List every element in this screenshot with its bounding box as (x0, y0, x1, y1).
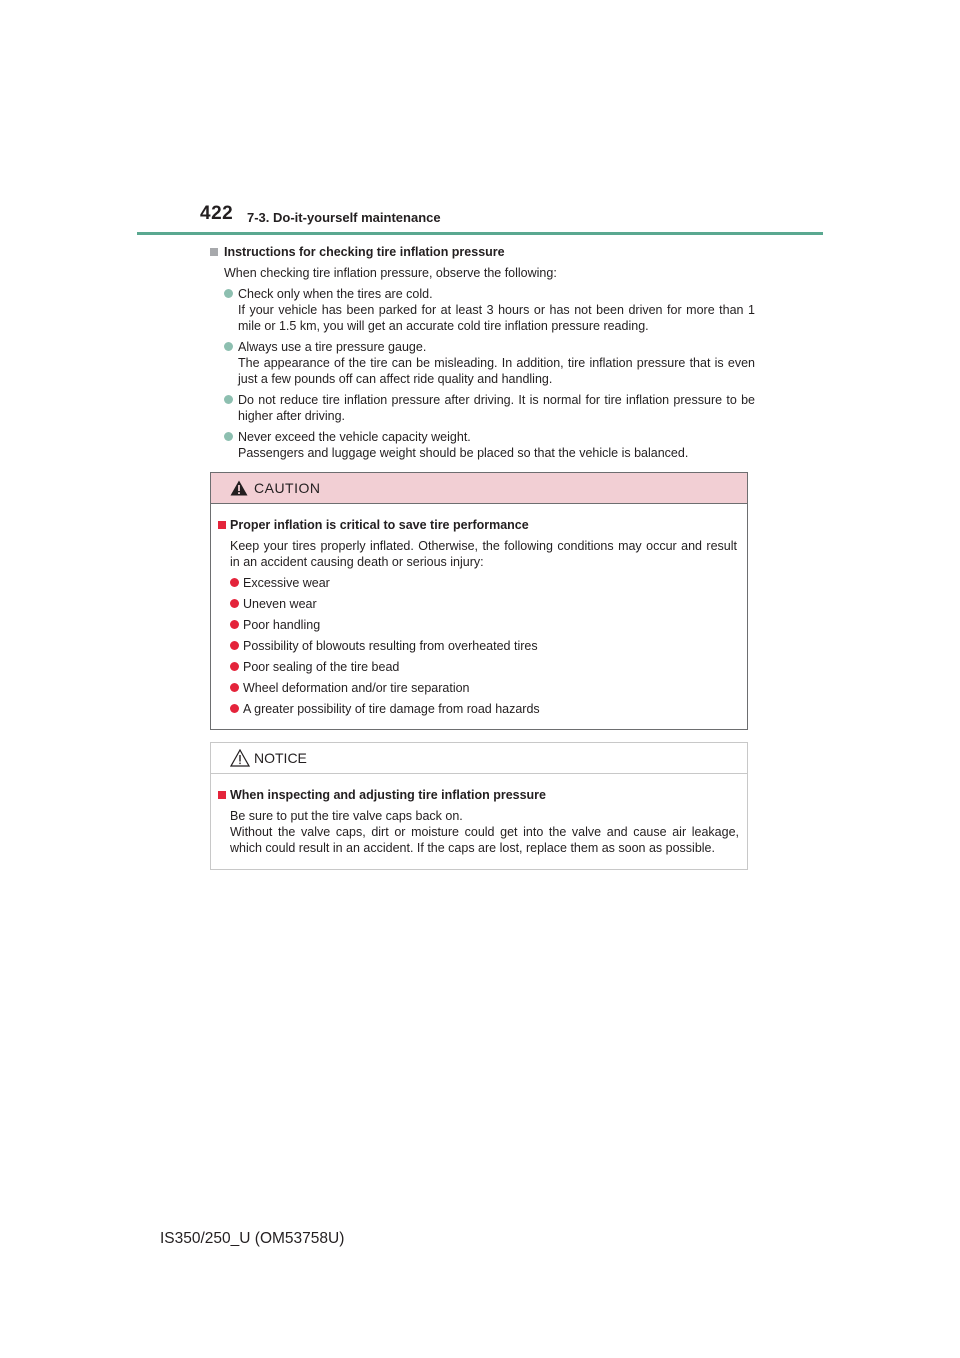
list-item: Do not reduce tire inflation pressure af… (210, 392, 755, 424)
section-heading-text: Instructions for checking tire inflation… (224, 245, 505, 259)
list-item-title: Always use a tire pressure gauge. (238, 340, 427, 354)
caution-heading-text: Proper inflation is critical to save tir… (230, 518, 529, 532)
header-rule (137, 232, 823, 235)
caution-item-text: Excessive wear (243, 576, 330, 590)
round-bullet-icon (230, 704, 239, 713)
round-bullet-icon (224, 395, 233, 404)
round-bullet-icon (224, 432, 233, 441)
warning-outline-icon (230, 749, 250, 767)
caution-list-item: Excessive wear (218, 575, 747, 591)
list-item-detail: Passengers and luggage weight should be … (238, 446, 689, 460)
round-bullet-icon (230, 683, 239, 692)
list-item-title: Check only when the tires are cold. (238, 287, 433, 301)
caution-text: Keep your tires properly inflated. Other… (230, 539, 737, 569)
caution-list-item: Uneven wear (218, 596, 747, 612)
notice-line-1: Be sure to put the tire valve caps back … (230, 809, 463, 823)
notice-text: Be sure to put the tire valve caps back … (218, 808, 747, 856)
caution-body: Proper inflation is critical to save tir… (211, 504, 747, 717)
square-bullet-icon (210, 248, 218, 256)
list-item: Never exceed the vehicle capacity weight… (210, 429, 755, 461)
square-bullet-icon (218, 521, 226, 529)
caution-list-item: A greater possibility of tire damage fro… (218, 701, 747, 717)
notice-title: NOTICE (254, 750, 307, 766)
caution-title: CAUTION (254, 480, 321, 496)
round-bullet-icon (230, 620, 239, 629)
round-bullet-icon (230, 578, 239, 587)
caution-header: CAUTION (211, 473, 747, 504)
notice-heading-text: When inspecting and adjusting tire infla… (230, 788, 547, 802)
list-item-title: Do not reduce tire inflation pressure af… (238, 393, 755, 423)
list-item-detail: The appearance of the tire can be mislea… (238, 356, 755, 386)
round-bullet-icon (230, 599, 239, 608)
caution-item-text: Poor handling (243, 618, 321, 632)
notice-box: NOTICE When inspecting and adjusting tir… (210, 742, 748, 870)
caution-item-text: Poor sealing of the tire bead (243, 660, 400, 674)
footer-model: IS350/250_U (OM53758U) (160, 1230, 345, 1247)
round-bullet-icon (230, 641, 239, 650)
warning-triangle-icon (230, 480, 248, 496)
caution-list-item: Wheel deformation and/or tire separation (218, 680, 747, 696)
caution-item-text: Possibility of blowouts resulting from o… (243, 639, 538, 653)
notice-heading: When inspecting and adjusting tire infla… (218, 787, 747, 803)
caution-list-item: Poor sealing of the tire bead (218, 659, 747, 675)
list-item-title: Never exceed the vehicle capacity weight… (238, 430, 471, 444)
main-content: Instructions for checking tire inflation… (210, 244, 755, 461)
caution-heading: Proper inflation is critical to save tir… (218, 517, 747, 533)
caution-box: CAUTION Proper inflation is critical to … (210, 472, 748, 730)
caution-item-text: Wheel deformation and/or tire separation (243, 681, 470, 695)
list-item-detail: If your vehicle has been parked for at l… (238, 303, 755, 333)
list-item: Check only when the tires are cold. If y… (210, 286, 755, 334)
caution-item-text: A greater possibility of tire damage fro… (243, 702, 540, 716)
notice-body: When inspecting and adjusting tire infla… (211, 774, 747, 856)
page-header: 422 7-3. Do-it-yourself maintenance (0, 0, 960, 240)
notice-line-2: Without the valve caps, dirt or moisture… (230, 825, 739, 855)
square-bullet-icon (218, 791, 226, 799)
caution-list-item: Poor handling (218, 617, 747, 633)
section-title: 7-3. Do-it-yourself maintenance (247, 210, 441, 225)
notice-header: NOTICE (211, 743, 747, 774)
caution-list-item: Possibility of blowouts resulting from o… (218, 638, 747, 654)
round-bullet-icon (224, 289, 233, 298)
section-heading: Instructions for checking tire inflation… (210, 244, 755, 260)
page-number: 422 (200, 203, 234, 224)
list-item: Always use a tire pressure gauge. The ap… (210, 339, 755, 387)
intro-text: When checking tire inflation pressure, o… (224, 266, 557, 280)
caution-item-text: Uneven wear (243, 597, 317, 611)
round-bullet-icon (224, 342, 233, 351)
round-bullet-icon (230, 662, 239, 671)
